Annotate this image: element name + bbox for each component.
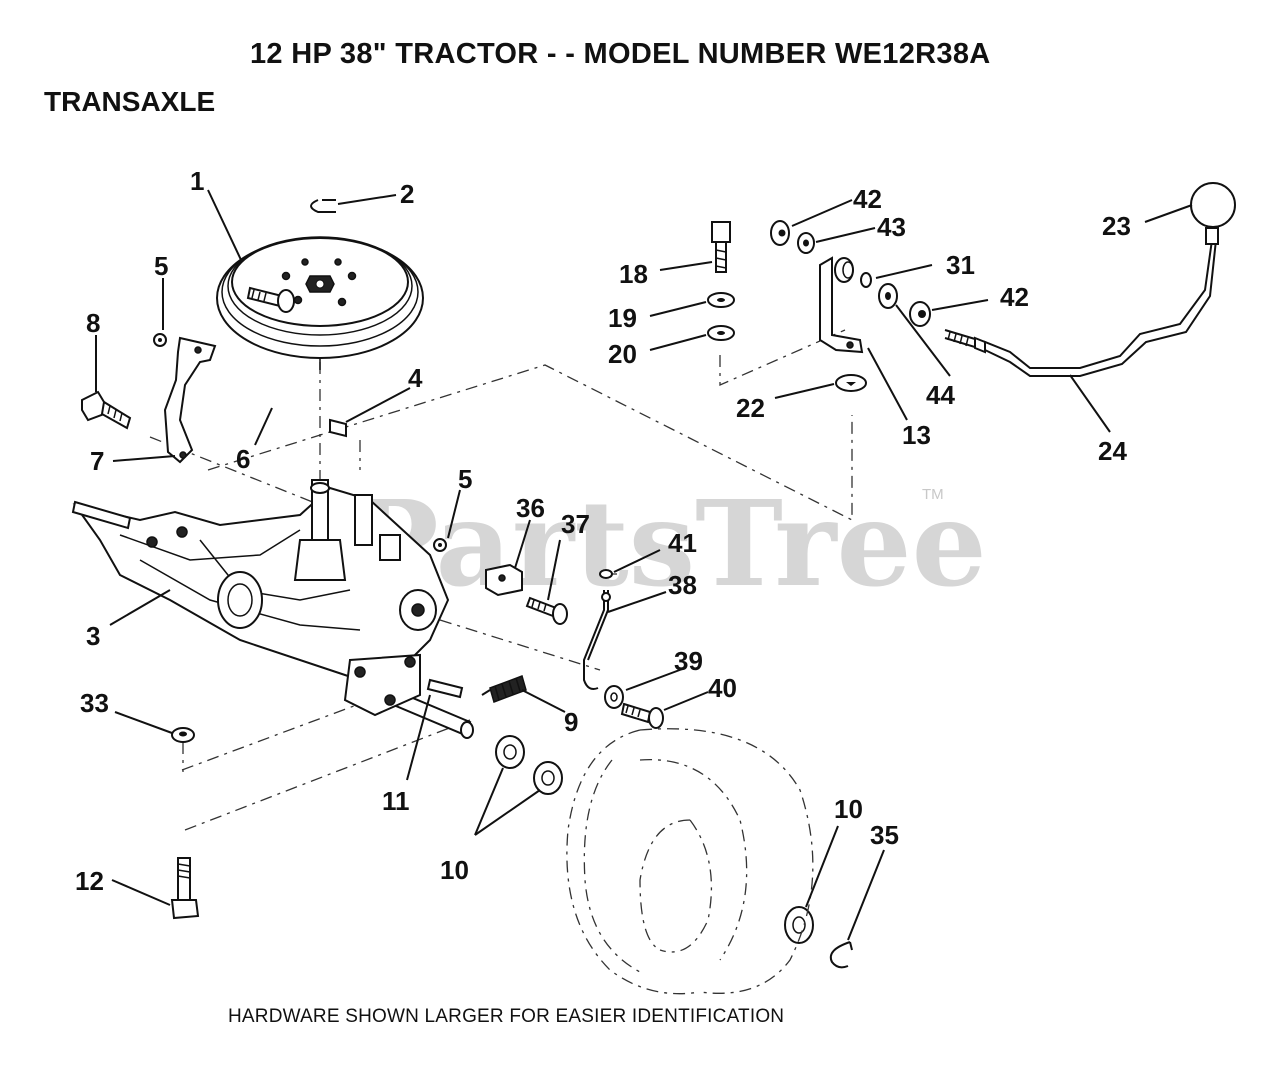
hex-nut	[909, 301, 931, 327]
callout-24: 24	[1098, 436, 1127, 466]
callout-4: 4	[408, 363, 423, 393]
callout-42: 42	[1000, 282, 1029, 312]
callout-6: 6	[236, 444, 250, 474]
callout-33: 33	[80, 688, 109, 718]
callout-42: 42	[853, 184, 882, 214]
hex-nut	[770, 220, 790, 246]
callout-leader-lines	[95, 189, 1193, 941]
callout-44: 44	[926, 380, 955, 410]
key	[329, 418, 347, 438]
callout-37: 37	[561, 509, 590, 539]
callout-5: 5	[458, 464, 472, 494]
callout-labels: 1 2 5 8 4 6 7 5 3 33 12 11 9 10 10 35 36…	[75, 166, 1131, 896]
callout-38: 38	[668, 570, 697, 600]
flat-washer	[495, 735, 525, 769]
transaxle-housing	[71, 479, 474, 739]
callout-10: 10	[440, 855, 469, 885]
assembly-guide-lines	[149, 329, 853, 831]
diagram-title: 12 HP 38" TRACTOR - - MODEL NUMBER WE12R…	[250, 38, 991, 70]
rear-wheel	[566, 728, 814, 995]
callout-2: 2	[400, 179, 414, 209]
callout-11: 11	[382, 786, 410, 816]
shoulder-bolt	[246, 286, 295, 313]
pulley	[216, 236, 424, 370]
callout-19: 19	[608, 303, 637, 333]
callout-9: 9	[564, 707, 578, 737]
shoulder-bolt	[620, 702, 664, 729]
mounting-bracket	[163, 336, 217, 464]
callout-41: 41	[668, 528, 697, 558]
callout-22: 22	[736, 393, 765, 423]
callout-3: 3	[86, 621, 100, 651]
shift-bracket	[819, 256, 864, 354]
retaining-ring	[310, 199, 336, 213]
flat-washer	[707, 292, 735, 308]
callout-13: 13	[902, 420, 931, 450]
hex-nut	[171, 727, 195, 743]
callout-31: 31	[946, 250, 975, 280]
hardware-note: HARDWARE SHOWN LARGER FOR EASIER IDENTIF…	[228, 1006, 785, 1027]
hex-nut	[599, 569, 613, 579]
shift-knob	[1190, 182, 1236, 245]
callout-39: 39	[674, 646, 703, 676]
hex-nut	[153, 333, 167, 347]
flat-washer	[878, 283, 898, 309]
callout-1: 1	[190, 166, 204, 196]
section-title: TRANSAXLE	[44, 86, 216, 117]
callout-8: 8	[86, 308, 100, 338]
spacer	[860, 272, 872, 288]
callout-43: 43	[877, 212, 906, 242]
callout-35: 35	[870, 820, 899, 850]
callout-12: 12	[75, 866, 104, 896]
spacer-bushing	[834, 257, 854, 283]
callout-36: 36	[516, 493, 545, 523]
hex-bolt	[170, 857, 200, 920]
watermark-trademark: TM	[922, 486, 944, 503]
flat-washer	[797, 232, 815, 254]
retaining-ring	[829, 941, 853, 969]
hex-bolt	[81, 390, 132, 430]
shift-rod	[583, 590, 611, 690]
callout-23: 23	[1102, 211, 1131, 241]
spring	[481, 675, 527, 703]
flat-washer	[707, 325, 735, 341]
callout-40: 40	[708, 673, 737, 703]
flat-washer	[835, 374, 867, 392]
callout-18: 18	[619, 259, 648, 289]
flat-washer	[784, 906, 814, 944]
callout-20: 20	[608, 339, 637, 369]
watermark-brand: PartsTree	[350, 474, 987, 613]
hex-nut	[433, 538, 447, 552]
flat-washer	[533, 761, 563, 795]
flat-washer	[604, 685, 624, 709]
callout-7: 7	[90, 446, 104, 476]
callout-10: 10	[834, 794, 863, 824]
carriage-bolt	[525, 596, 568, 625]
shift-lever	[944, 239, 1217, 377]
clip-bracket	[485, 563, 523, 597]
hex-bolt	[711, 221, 731, 273]
callout-5: 5	[154, 251, 168, 281]
axle-key	[426, 678, 464, 699]
